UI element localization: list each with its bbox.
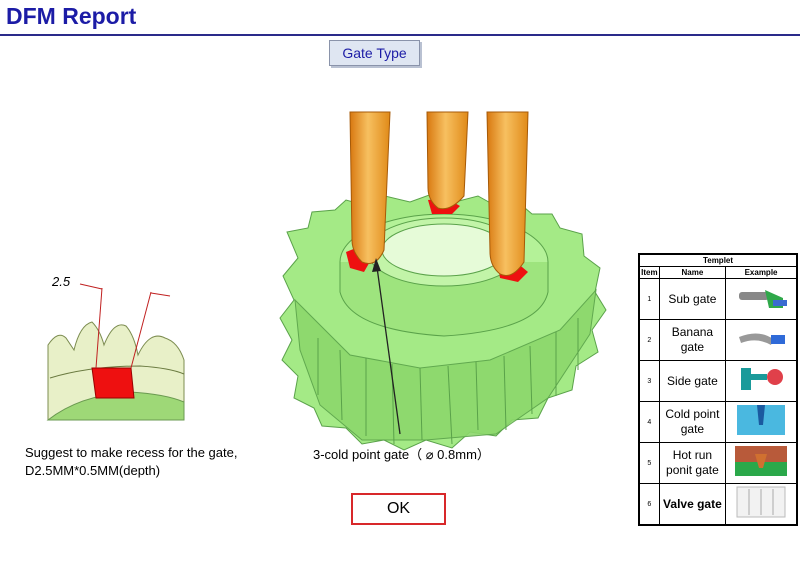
table-row: 6 Valve gate [638,483,798,526]
hot-runner-gate-example-image [725,442,798,484]
sub-gate-example-image [725,278,798,320]
gate-description-label: 3-cold point gate（ ⌀ 0.8mm） [313,447,490,462]
table-row: 2 Banana gate [638,319,798,361]
row-item-number: 3 [638,360,660,402]
column-header-example: Example [725,266,798,279]
row-item-number: 5 [638,442,660,484]
table-row: 4 Cold point gate [638,401,798,443]
valve-gate-example-image [725,483,798,526]
row-item-number: 1 [638,278,660,320]
side-gate-example-image [725,360,798,402]
row-item-number: 4 [638,401,660,443]
recess-suggestion-text: Suggest to make recess for the gate, D2.… [25,445,238,478]
page-title: DFM Report [6,3,137,29]
row-gate-name: Side gate [658,360,727,402]
header-bar: DFM Report [0,0,800,36]
cold-point-gate-example-image [725,401,798,443]
table-row: 1 Sub gate [638,278,798,320]
dimension-label: 2.5 [51,274,71,289]
row-gate-name: Cold point gate [658,401,727,443]
row-gate-name: Sub gate [658,278,727,320]
gate-templet-table: Templet Item Name Example 1 Sub gate 2 B… [638,253,798,526]
table-row: 5 Hot run ponit gate [638,442,798,484]
row-item-number: 2 [638,319,660,361]
ok-button[interactable]: OK [351,493,446,525]
column-header-name: Name [658,266,727,279]
column-header-item: Item [638,266,660,279]
row-gate-name: Hot run ponit gate [658,442,727,484]
table-row: 3 Side gate [638,360,798,402]
banana-gate-example-image [725,319,798,361]
row-gate-name: Valve gate [658,483,727,526]
gate-type-button[interactable]: Gate Type [329,40,420,66]
row-item-number: 6 [638,483,660,526]
templet-caption: Templet [638,253,798,267]
row-gate-name: Banana gate [658,319,727,361]
